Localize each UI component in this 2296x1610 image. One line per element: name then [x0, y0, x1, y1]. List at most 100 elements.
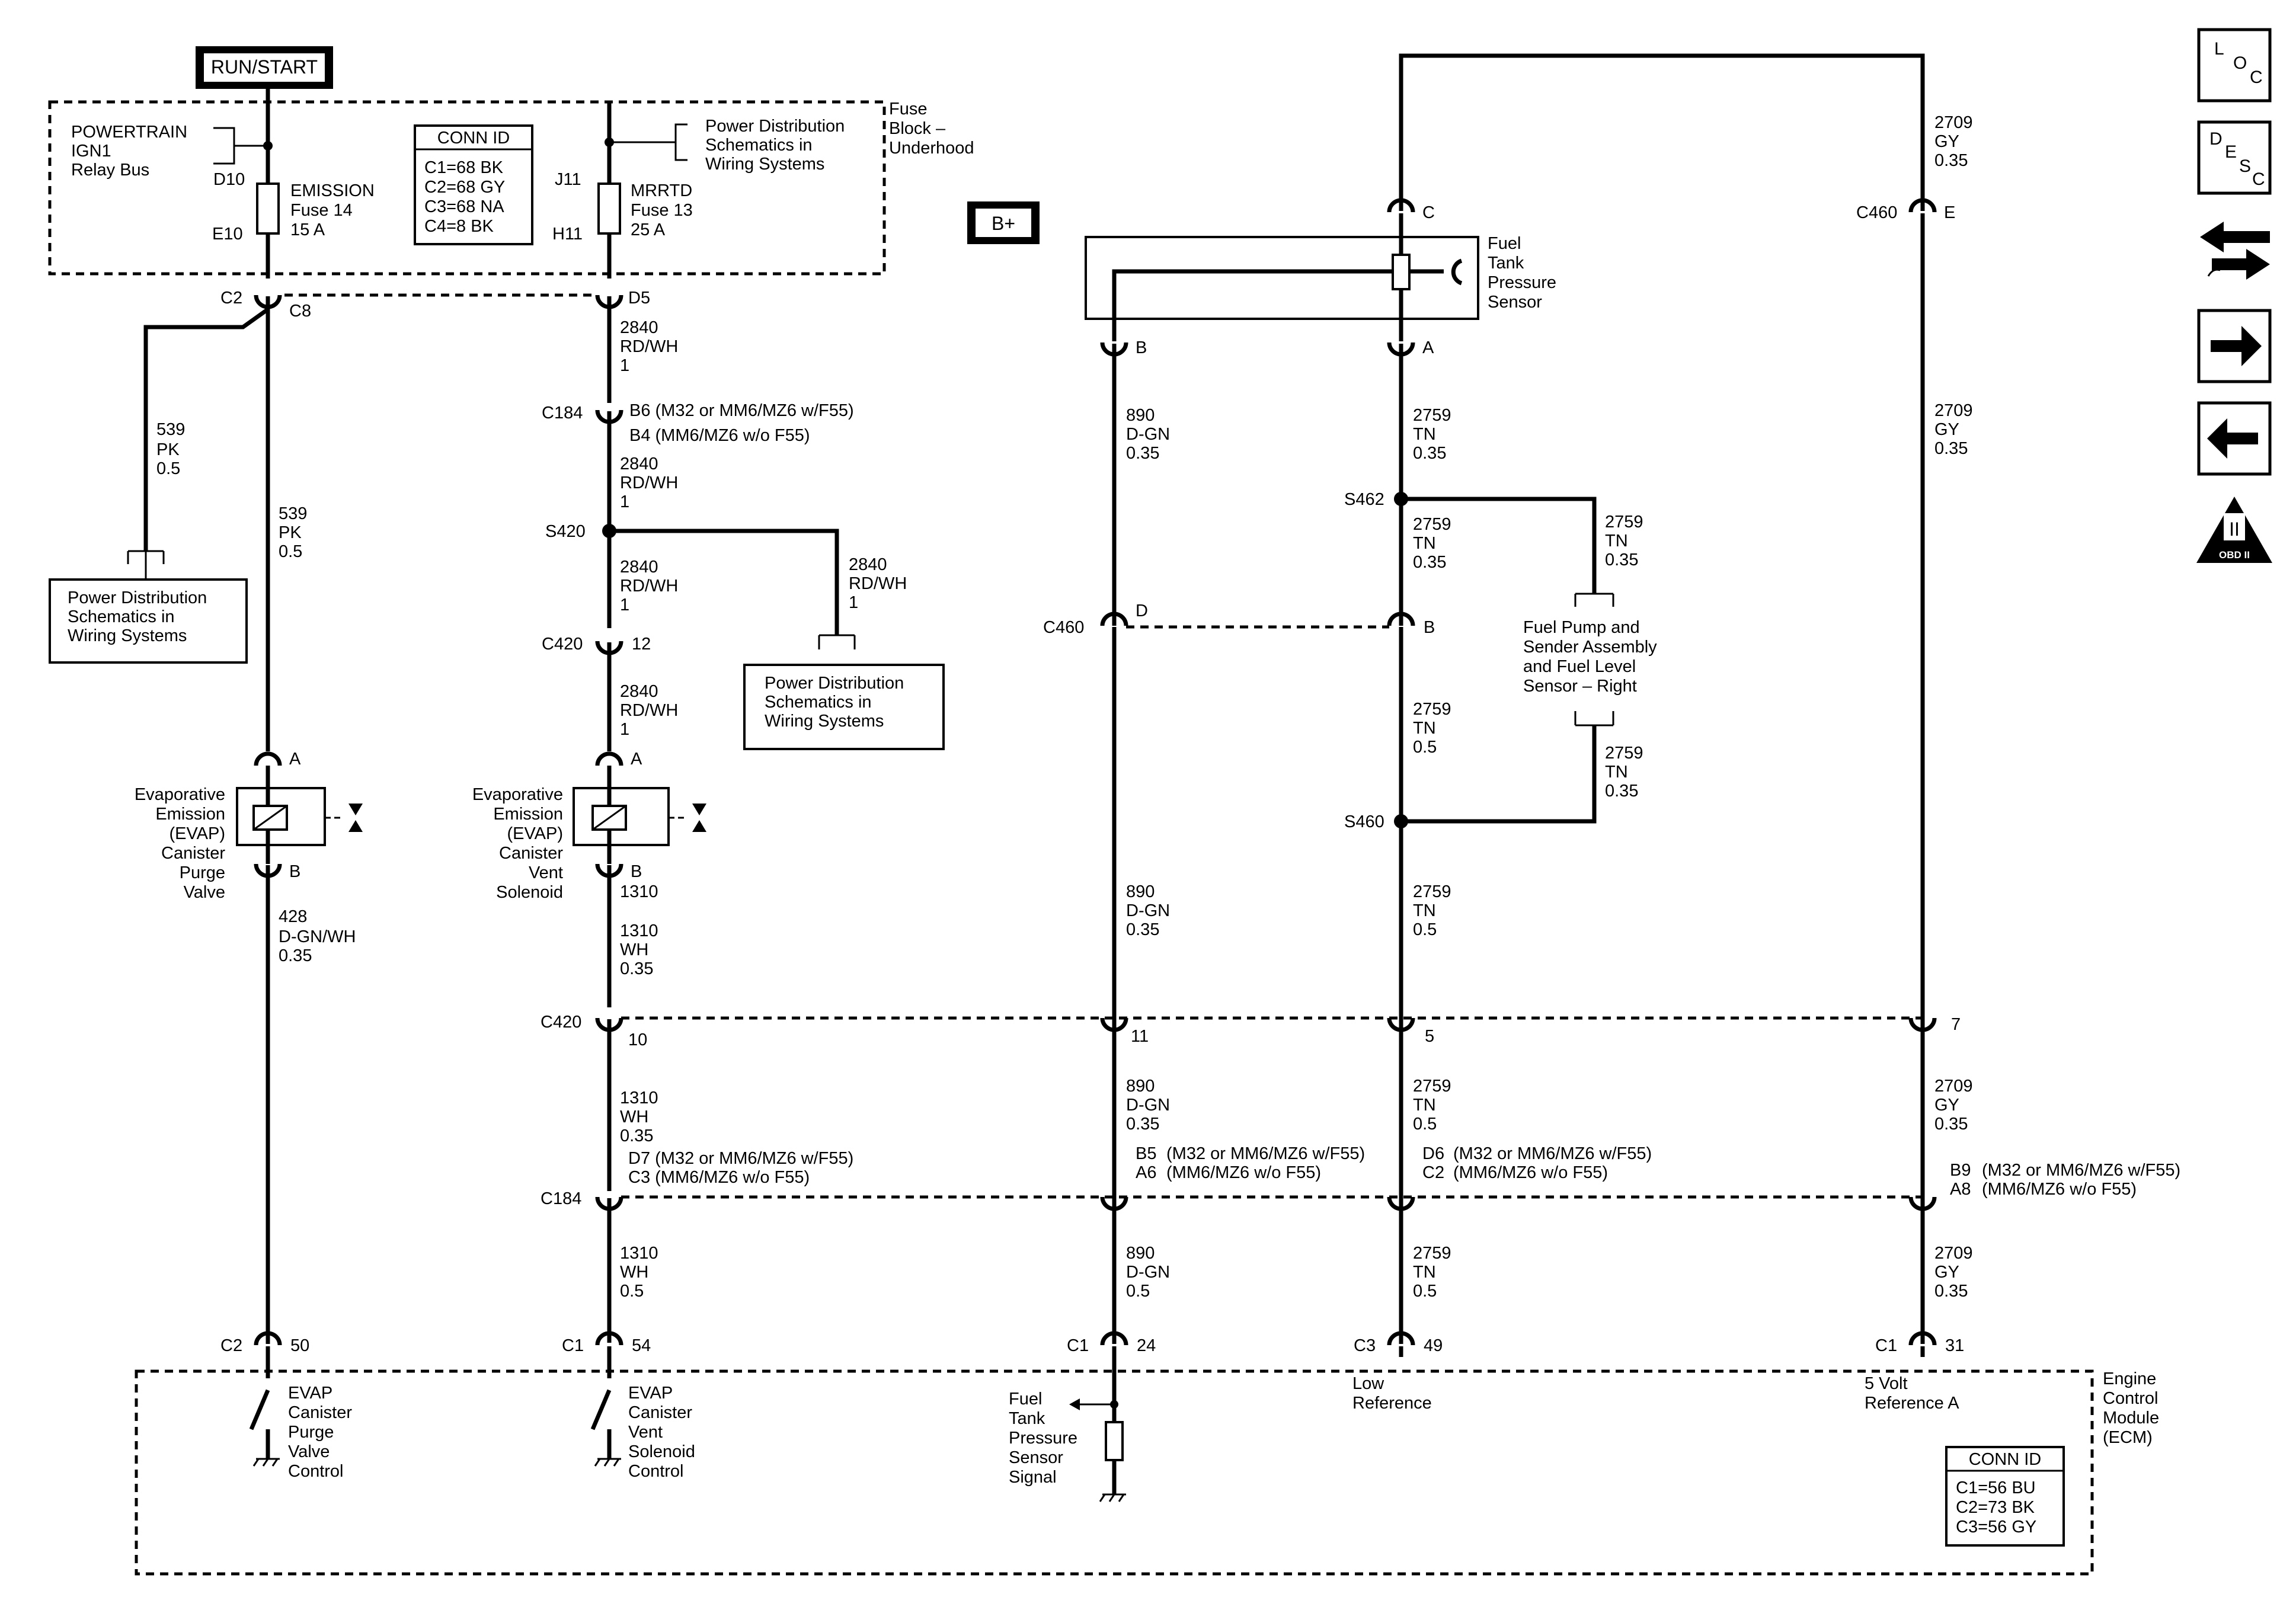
wire-2709-size: 0.35 — [1934, 439, 1968, 458]
desc-letter: S — [2239, 156, 2251, 176]
pin-e10: E10 — [212, 225, 243, 244]
wire-2840-num: 2840 — [849, 555, 887, 574]
wire-2759-num: 2759 — [1413, 882, 1451, 901]
wire-539-num: 539 — [279, 504, 307, 523]
fuel-tank-pressure-sensor — [1085, 236, 1479, 320]
wire-2840-num: 2840 — [620, 318, 658, 337]
arrow-left-icon — [2207, 418, 2258, 459]
ecm-vent-label: EVAP — [628, 1384, 673, 1403]
c184-pin-b5-note: (M32 or MM6/MZ6 w/F55) — [1166, 1144, 1365, 1163]
ecm-purge-label: Canister — [288, 1403, 352, 1422]
connector-c460: C460 — [1856, 203, 1897, 222]
ftp-sensor-label: Tank — [1488, 254, 1524, 273]
ecm-low-ref-label: Low — [1352, 1374, 1384, 1393]
ecm-pin-24: 24 — [1137, 1336, 1156, 1355]
connector-c460: C460 — [1043, 618, 1084, 637]
ecm-conn-id-table: CONN ID C1=56 BU C2=73 BK C3=56 GY — [1945, 1446, 2065, 1547]
wire-2709-num: 2709 — [1934, 401, 1973, 420]
wire-890-num: 890 — [1126, 1077, 1155, 1096]
wire-1310-size: 0.35 — [620, 959, 653, 978]
wire-2840-size: 1 — [620, 720, 629, 739]
c184-pin-c2-note: (MM6/MZ6 w/o F55) — [1453, 1163, 1608, 1182]
conn-id-row: C4=8 BK — [424, 217, 494, 236]
fuse-block-underhood-outline — [48, 100, 886, 276]
wire-2840-num: 2840 — [620, 682, 658, 701]
c184-pin-b5: B5 — [1136, 1144, 1156, 1163]
wire-2840-color: RD/WH — [849, 574, 907, 593]
connector-d5: D5 — [628, 289, 650, 308]
c420-pin-5: 5 — [1425, 1027, 1434, 1046]
connector-swap-icon[interactable] — [2200, 222, 2270, 280]
wire-2709-num: 2709 — [1934, 113, 1973, 132]
wire-2759-num: 2759 — [1413, 515, 1451, 534]
ecm-vent-label: Control — [628, 1462, 684, 1481]
wire-2840-size: 1 — [620, 596, 629, 614]
wire-2709-size: 0.35 — [1934, 1115, 1968, 1134]
wire-2759-color: TN — [1413, 534, 1436, 553]
wire-2840-color: RD/WH — [620, 473, 678, 492]
c184-pin-b4: B4 (MM6/MZ6 w/o F55) — [629, 426, 810, 445]
wire-2759-color: TN — [1605, 532, 1628, 550]
vent-solenoid-label: Solenoid — [496, 883, 563, 902]
splice-s420-label: S420 — [545, 522, 586, 541]
c184-pin-a8-note: (MM6/MZ6 w/o F55) — [1982, 1180, 2137, 1199]
conn-id-row: C2=68 GY — [424, 178, 505, 197]
ecm-title: (ECM) — [2103, 1428, 2153, 1447]
conn-id-title: CONN ID — [1969, 1450, 2041, 1469]
wire-539-size: 0.5 — [156, 459, 180, 478]
wire-2709-color: GY — [1934, 132, 1959, 151]
fuse14-label-3: 15 A — [290, 220, 325, 239]
purge-valve-label: Evaporative — [135, 785, 225, 804]
power-distribution-ref-center: Power Distribution Schematics in Wiring … — [743, 664, 945, 750]
wire-890-color: D-GN — [1126, 425, 1170, 444]
conn-id-row: C1=68 BK — [424, 158, 504, 177]
c420-pin-12: 12 — [632, 635, 651, 654]
wire-890-size: 0.35 — [1126, 920, 1159, 939]
wire-2759-color: TN — [1413, 901, 1436, 920]
wire-2840-size: 1 — [620, 492, 629, 511]
wire-2759-size: 0.5 — [1413, 920, 1437, 939]
ecm-purge-label: Purge — [288, 1423, 334, 1442]
purge-valve-label: Valve — [184, 883, 225, 902]
power-dist-text: Schematics in — [765, 693, 872, 712]
wire-890-color: D-GN — [1126, 1263, 1170, 1282]
mrrtd-fuse — [597, 183, 621, 235]
desc-button[interactable]: D E S C — [2197, 120, 2272, 195]
ecm-connector-c2: C2 — [220, 1336, 242, 1355]
ecm-connector-c1: C1 — [1067, 1336, 1089, 1355]
ecm-vent-label: Canister — [628, 1403, 692, 1422]
ecm-ftp-label: Pressure — [1009, 1429, 1077, 1448]
purge-valve-label: Emission — [155, 805, 225, 824]
relay-bus-label: POWERTRAIN — [71, 123, 187, 142]
wire-2759-color: TN — [1413, 719, 1436, 738]
relay-bus-label-2: IGN1 — [71, 142, 111, 161]
power-dist-text: Wiring Systems — [765, 712, 884, 731]
c420-pin-10: 10 — [628, 1030, 647, 1049]
purge-valve-label: Canister — [161, 844, 225, 863]
wire-1310-num: 1310 — [620, 1244, 658, 1263]
pin-b: B — [289, 862, 300, 881]
fuse-block-title: Fuse — [889, 100, 927, 119]
conn-id-row: C2=73 BK — [1956, 1498, 2035, 1517]
back-arrow-button[interactable] — [2197, 401, 2272, 476]
ecm-title: Module — [2103, 1409, 2159, 1427]
pin-j11: J11 — [555, 170, 581, 189]
obd-label: OBD II — [2219, 549, 2250, 561]
wire-2840-size: 1 — [849, 593, 858, 612]
wire-1310-color: WH — [620, 940, 648, 959]
fuse-block-conn-id-table: CONN ID C1=68 BK C2=68 GY C3=68 NA C4=8 … — [414, 124, 533, 245]
obd-ii-icon[interactable]: II OBD II — [2196, 497, 2272, 563]
loc-button[interactable]: L O C — [2197, 28, 2272, 103]
wire-890-size: 0.35 — [1126, 1115, 1159, 1134]
wire-428-num: 428 — [279, 907, 307, 926]
wire-2840-size: 1 — [620, 356, 629, 375]
c184-pin-d6: D6 — [1422, 1144, 1444, 1163]
forward-arrow-button[interactable] — [2197, 309, 2272, 383]
power-distribution-ref-left: Power Distribution Schematics in Wiring … — [49, 578, 248, 664]
pin-b: B — [631, 862, 642, 881]
wire-890-color: D-GN — [1126, 901, 1170, 920]
ecm-title: Control — [2103, 1389, 2159, 1408]
wire-2759-num: 2759 — [1413, 1244, 1451, 1263]
wire-890-size: 0.5 — [1126, 1282, 1150, 1301]
fuse14-label-2: Fuse 14 — [290, 201, 353, 220]
